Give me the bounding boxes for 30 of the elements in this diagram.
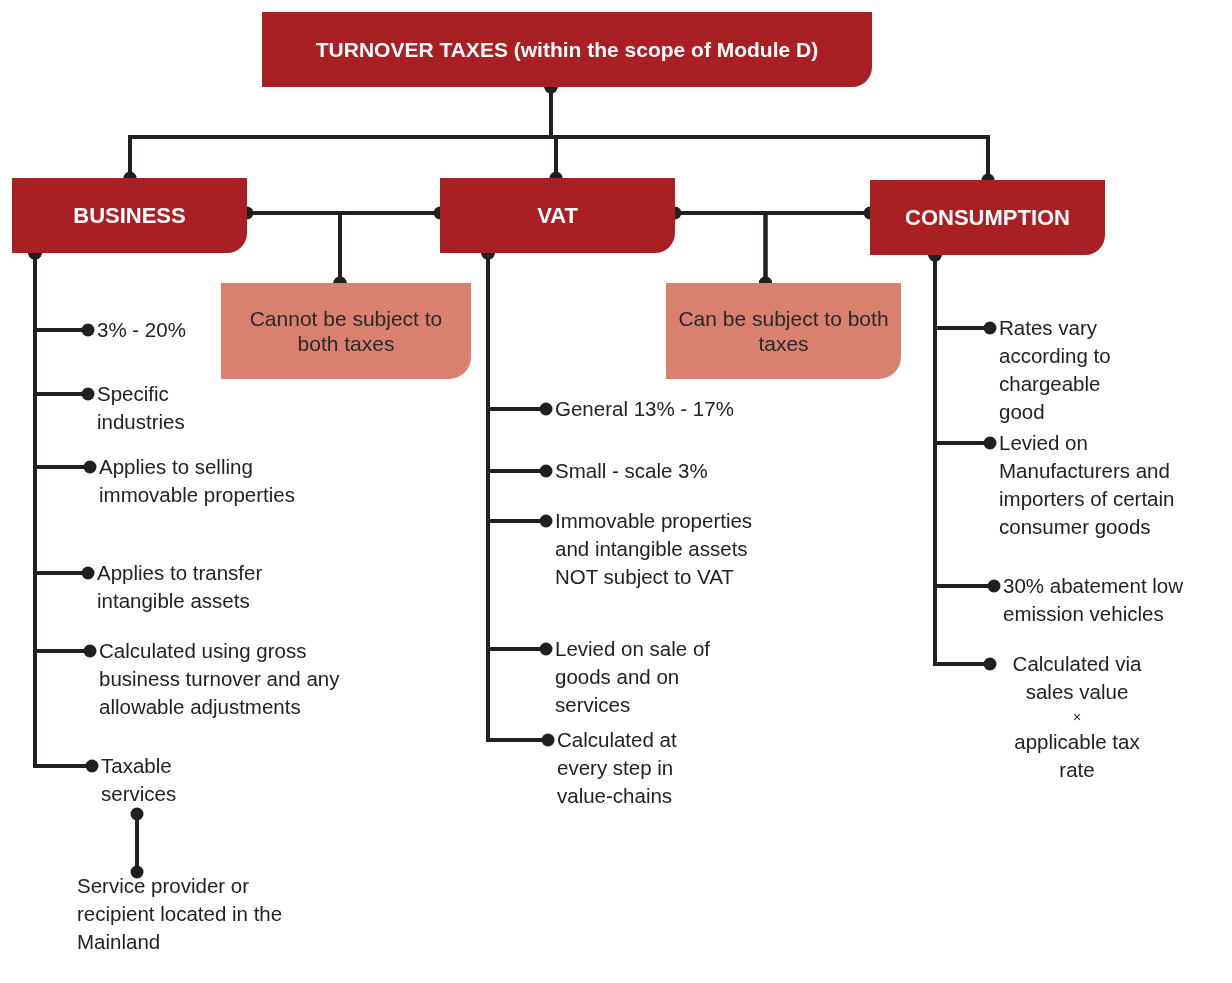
bullet-text: Calculated using gross business turnover and any allowable adjustments (99, 638, 341, 720)
bullet-text: Applies to selling immovable properties (99, 454, 296, 508)
bullet-text: Immovable properties and intangible assets NOT subject to VAT (555, 508, 754, 590)
bullet-text: Taxable services (101, 753, 178, 807)
bullet-text: Rates vary according to chargeable good (999, 315, 1112, 425)
category-box (440, 178, 675, 253)
note-text: Cannot be subject to both taxes (248, 306, 444, 356)
category-box (12, 178, 247, 253)
bullet-text: Small - scale 3% (555, 458, 709, 484)
bullet-text: Service provider or recipient located in the Mainland (77, 873, 284, 955)
category-label: BUSINESS (73, 202, 186, 229)
note-box (666, 283, 901, 379)
title-banner (262, 12, 872, 87)
bullet-text: Levied on Manufacturers and importers of certain consumer goods (999, 430, 1176, 540)
bullet-text: Specific industries (97, 381, 186, 435)
title-text: TURNOVER TAXES (within the scope of Module D) (315, 37, 819, 62)
multiplication-sign: × (1071, 708, 1083, 727)
bullet-text: Applies to transfer intangible assets (97, 560, 264, 614)
category-label: CONSUMPTION (905, 204, 1070, 231)
category-label: VAT (537, 202, 578, 229)
note-box (221, 283, 471, 379)
bullet-text: Calculated at every step in value-chains (557, 727, 678, 809)
connector-line (130, 807, 144, 879)
bullet-text: General 13% - 17% (555, 396, 735, 422)
bullet-text: 30% abatement low emission vehicles (1003, 573, 1185, 627)
category-box (870, 180, 1105, 255)
bullet-text: Calculated via sales value (1011, 651, 1143, 705)
bullet-text: Levied on sale of goods and on services (555, 636, 711, 718)
bullet-text: applicable tax rate (1013, 729, 1141, 783)
note-text: Can be subject to both taxes (677, 306, 890, 356)
